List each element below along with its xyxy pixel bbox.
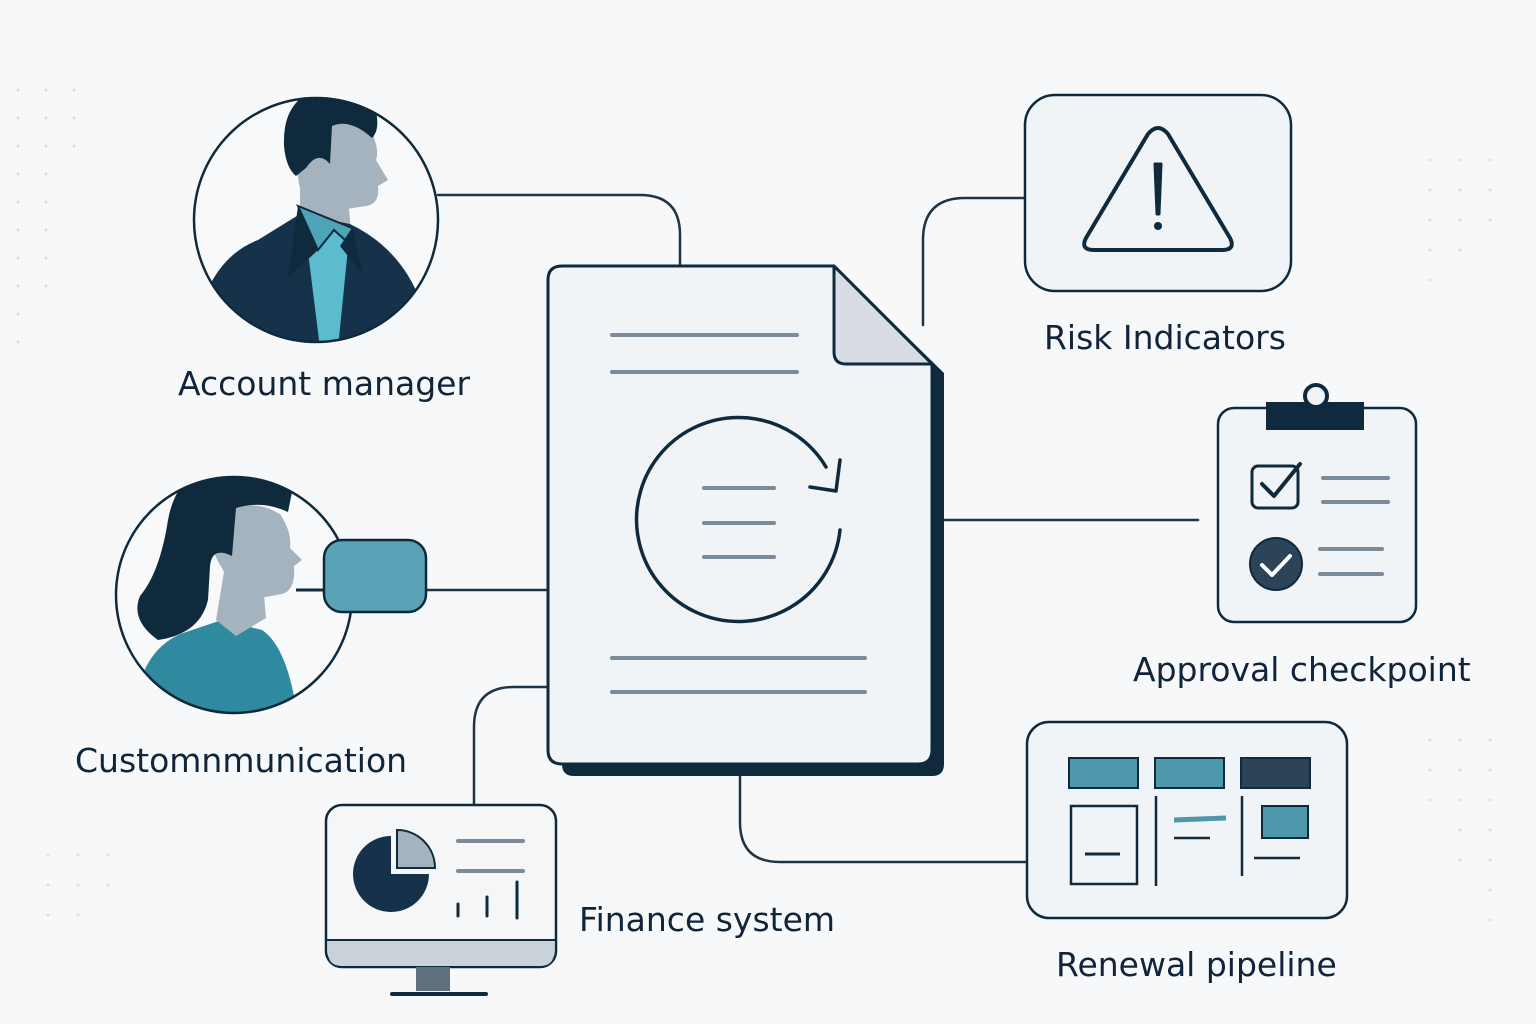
label-customer-communication: Customnmunication	[75, 741, 408, 780]
warning-triangle-icon	[1023, 93, 1293, 293]
woman-speech-bubble-icon	[114, 475, 428, 715]
dot-pattern-right	[1428, 158, 1492, 922]
dot-pattern-bottom-left	[46, 853, 110, 917]
connector-risk-indicators	[921, 196, 1027, 327]
label-risk-indicators: Risk Indicators	[1044, 318, 1286, 357]
label-finance-system: Finance system	[579, 900, 836, 939]
dot-pattern-left	[16, 88, 76, 344]
connector-account-manager	[436, 193, 682, 268]
businessman-avatar-icon	[192, 96, 440, 344]
clipboard-checklist-icon	[1216, 383, 1418, 624]
label-approval-checkpoint: Approval checkpoint	[1133, 650, 1471, 689]
label-account-manager: Account manager	[178, 364, 471, 403]
monitor-pie-chart-icon	[324, 803, 558, 996]
renewal-document-icon	[546, 264, 944, 776]
kanban-board-icon	[1025, 720, 1349, 920]
connectors	[424, 193, 1200, 864]
label-renewal-pipeline: Renewal pipeline	[1056, 945, 1337, 984]
connector-renewal-pipeline	[738, 773, 1029, 864]
connector-finance-system	[472, 685, 552, 807]
